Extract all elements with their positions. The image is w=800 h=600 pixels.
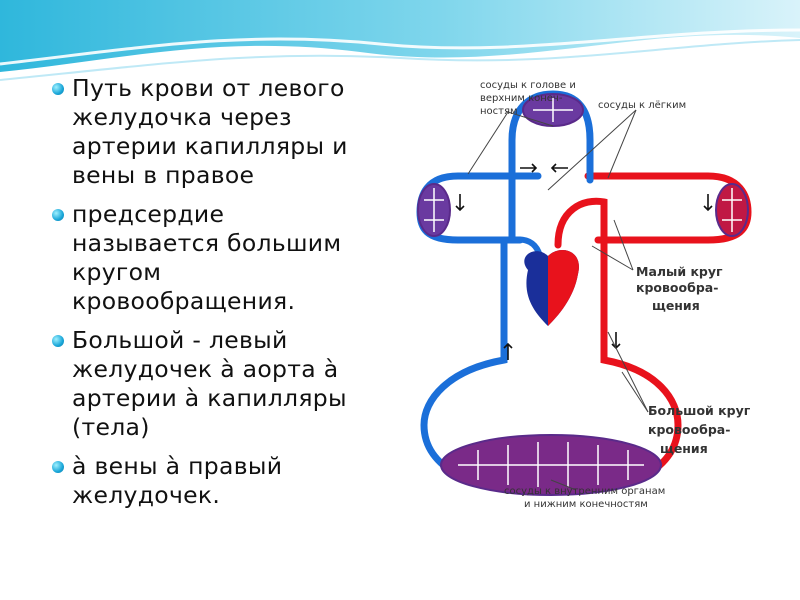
bullet-2: предсердие называется большим кругом кро… [48,200,368,316]
arrow-2 [550,163,568,173]
label-small-circle-3: щения [652,298,700,313]
label-lung-vessels: сосуды к лёгким [598,100,686,111]
label-head-vessels-2: верхним конеч- [480,93,563,104]
bullet-list: Путь крови от левого желудочка через арт… [48,74,368,520]
label-small-circle-2: кровообра- [636,280,718,295]
arrow-3 [455,194,465,212]
arrow-1 [520,163,538,173]
label-small-circle-1: Малый круг [636,264,723,279]
bullet-3: Большой - левый желудочек à аорта à арте… [48,326,368,442]
label-big-circle-1: Большой круг [648,403,751,418]
label-organ-vessels-1: сосуды к внутренним органам [504,486,665,497]
bullet-1: Путь крови от левого желудочка через арт… [48,74,368,190]
label-head-vessels-3: ностям [480,106,518,117]
label-organ-vessels-2: и нижним конечностям [524,499,648,510]
arrow-6 [611,332,621,350]
aorta-arch [554,197,608,254]
label-head-vessels-1: сосуды к голове и [480,80,576,91]
label-big-circle-3: щения [660,441,708,456]
leader-lines [467,109,649,491]
arrow-5 [503,342,513,360]
bullet-4: à вены à правый желудочек. [48,452,368,510]
heart [524,250,579,326]
label-big-circle-2: кровообра- [648,422,730,437]
wave-banner [0,0,800,81]
circulation-diagram: сосуды к голове и верхним конеч- ностям … [416,80,752,510]
flow-arrows [455,163,713,360]
arrow-4 [703,194,713,212]
